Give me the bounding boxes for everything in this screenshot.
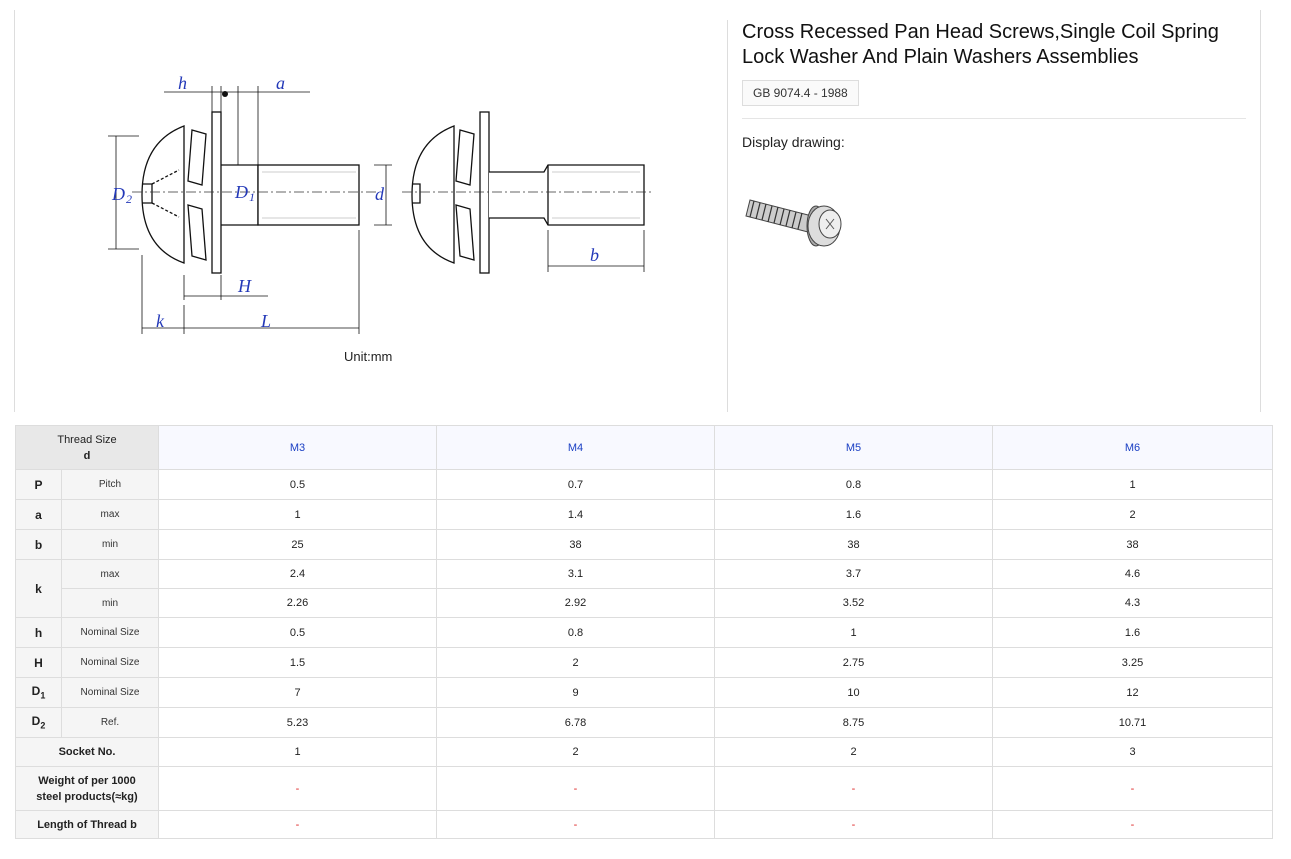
- screw-diagram: h a D 2 D 1 d H k L b: [108, 73, 654, 334]
- product-info: Cross Recessed Pan Head Screws,Single Co…: [742, 20, 1247, 247]
- label-a: a: [276, 73, 285, 93]
- product-header: h a D 2 D 1 d H k L b Unit:mm Cross Rece…: [14, 10, 1261, 412]
- table-row: P Pitch 0.5 0.7 0.8 1: [15, 469, 1273, 500]
- label-d: d: [375, 184, 385, 204]
- table-row: b min 25 38 38 38: [15, 529, 1273, 560]
- screw-thumbnail[interactable]: [742, 188, 852, 258]
- table-row-weight: Weight of per 1000 steel products(≈kg) -…: [15, 766, 1273, 811]
- standard-badge: GB 9074.4 - 1988: [742, 80, 859, 106]
- table-row: h Nominal Size 0.5 0.8 1 1.6: [15, 617, 1273, 648]
- display-drawing-label: Display drawing:: [742, 134, 845, 150]
- label-h: h: [178, 73, 187, 93]
- size-m6: M6: [992, 425, 1273, 470]
- section-divider: [727, 20, 728, 412]
- label-d1: D: [234, 182, 248, 202]
- unit-label: Unit:mm: [344, 349, 393, 364]
- table-header-row: Thread Size d M3 M4 M5 M6: [15, 425, 1273, 470]
- table-row: min 2.26 2.92 3.52 4.3: [16, 588, 1273, 618]
- label-H: H: [237, 276, 252, 296]
- label-d2: D: [111, 184, 125, 204]
- product-title: Cross Recessed Pan Head Screws,Single Co…: [742, 21, 1219, 68]
- spec-table: Thread Size d M3 M4 M5 M6 P Pitch 0.5 0.…: [15, 425, 1273, 839]
- table-row: H Nominal Size 1.5 2 2.75 3.25: [15, 647, 1273, 678]
- table-row: k max 2.4 3.1 3.7 4.6: [15, 559, 1273, 618]
- size-m4: M4: [436, 425, 715, 470]
- label-d1-sub: 1: [249, 190, 255, 204]
- technical-drawing: h a D 2 D 1 d H k L b Unit:mm: [14, 10, 727, 412]
- table-row-socket: Socket No. 1 2 2 3: [15, 737, 1273, 767]
- label-L: L: [260, 311, 271, 331]
- label-b: b: [590, 245, 599, 265]
- table-row: D1 Nominal Size 7 9 10 12: [15, 677, 1273, 708]
- size-m3: M3: [158, 425, 437, 470]
- label-k: k: [156, 311, 165, 331]
- size-m5: M5: [714, 425, 993, 470]
- table-row: a max 1 1.4 1.6 2: [15, 499, 1273, 530]
- table-row-thread-length: Length of Thread b - - - -: [15, 810, 1273, 839]
- table-row: D2 Ref. 5.23 6.78 8.75 10.71: [15, 707, 1273, 738]
- label-d2-sub: 2: [126, 192, 132, 206]
- thread-size-header: Thread Size d: [15, 425, 159, 470]
